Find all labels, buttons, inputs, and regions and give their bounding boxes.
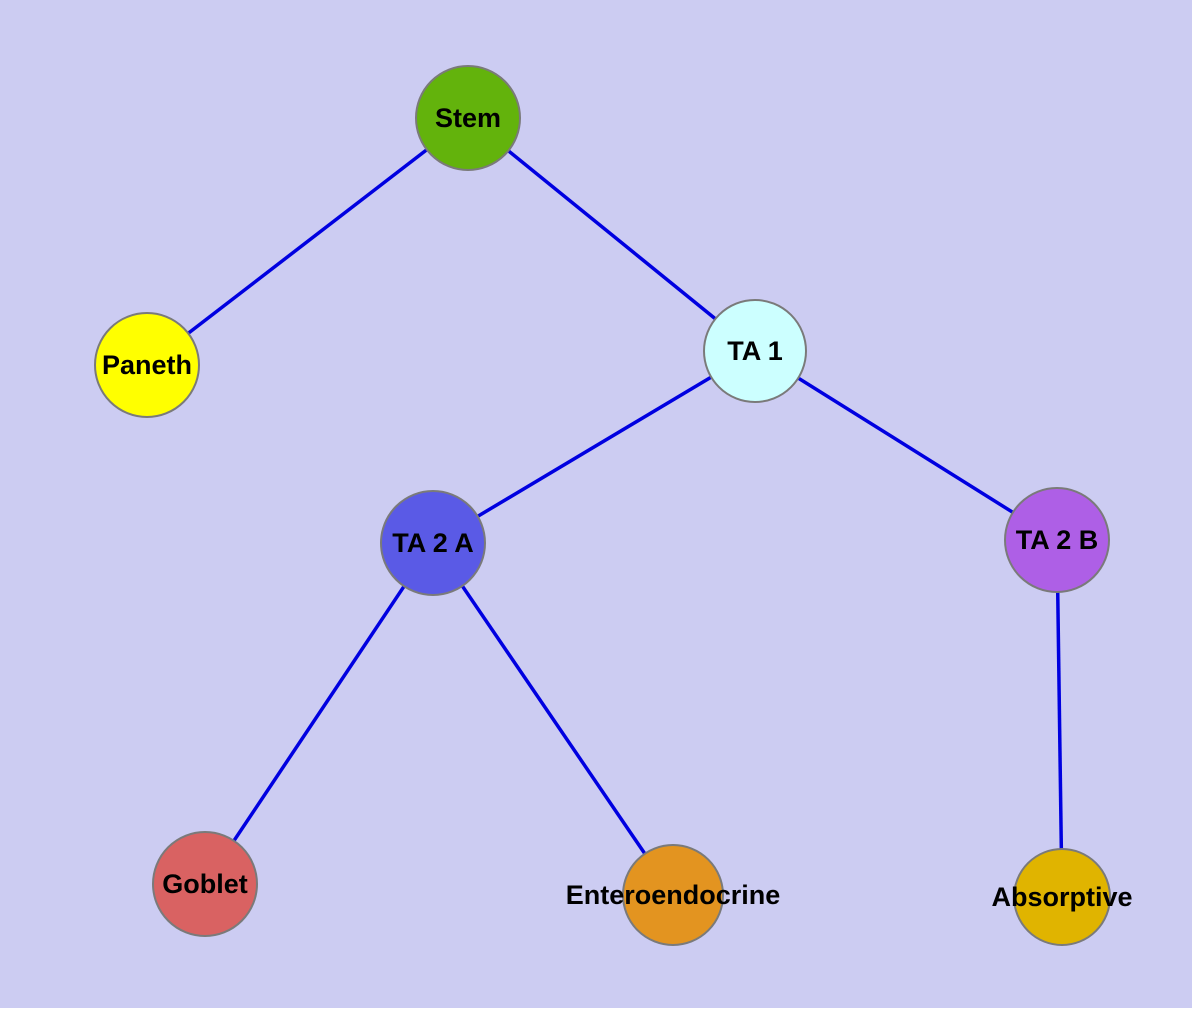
edge-ta2a-enteroendocrine bbox=[431, 542, 675, 896]
edge-stem-ta1 bbox=[466, 116, 757, 353]
edge-stem-paneth bbox=[145, 116, 470, 367]
node-stem[interactable] bbox=[415, 65, 521, 171]
node-absorptive[interactable] bbox=[1013, 848, 1111, 946]
node-paneth[interactable] bbox=[94, 312, 200, 418]
edge-ta2b-absorptive bbox=[1055, 539, 1064, 898]
node-ta2a[interactable] bbox=[380, 490, 486, 596]
node-ta2b[interactable] bbox=[1004, 487, 1110, 593]
edge-ta1-ta2b bbox=[754, 349, 1058, 542]
edge-ta1-ta2a bbox=[432, 349, 756, 545]
edge-ta2a-goblet bbox=[203, 542, 435, 885]
node-goblet[interactable] bbox=[152, 831, 258, 937]
node-enteroendocrine[interactable] bbox=[622, 844, 724, 946]
node-ta1[interactable] bbox=[703, 299, 807, 403]
